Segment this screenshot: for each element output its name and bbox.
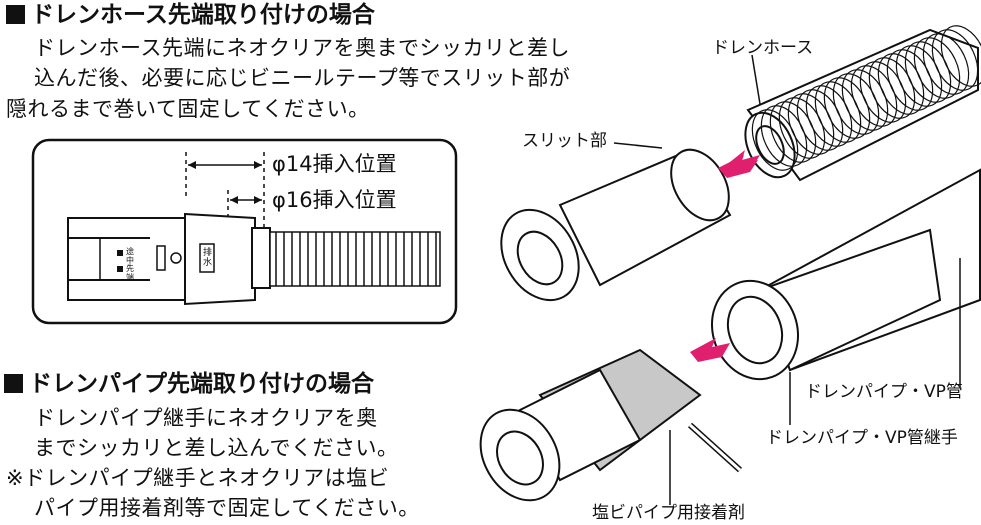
upper-fitting	[500, 148, 732, 302]
insert-arrow-lower	[690, 338, 730, 362]
drain-hose	[744, 28, 979, 182]
section2-line-1: ドレンパイプ継手にネオクリアを奥	[34, 406, 378, 430]
section1-heading: ドレンホース先端取り付けの場合	[6, 2, 375, 28]
phi16-insertion-label: φ16挿入位置	[272, 188, 397, 212]
callout-drain-pipe-joint: ドレンパイプ・VP管継手	[766, 428, 958, 448]
section2-line-2: までシッカリと差し込んでください。	[34, 436, 399, 460]
section1-line-3: 隠れるまで巻いて固定してください。	[6, 97, 370, 121]
tip-mark: 先端	[126, 264, 134, 282]
lower-fitting	[479, 348, 702, 502]
section1-line-1: ドレンホース先端にネオクリアを奥までシッカリと差し	[34, 36, 571, 60]
callout-drain-hose: ドレンホース	[712, 38, 814, 58]
insertion-position-diagram	[31, 138, 458, 325]
section1-heading-text: ドレンホース先端取り付けの場合	[31, 2, 375, 28]
square-bullet-icon	[6, 5, 25, 24]
section2-line-4: パイプ用接着剤等で固定してください。	[34, 496, 420, 520]
callout-adhesive: 塩ビパイプ用接着剤	[592, 503, 745, 523]
drain-pipe	[710, 168, 981, 381]
callout-slit: スリット部	[522, 131, 607, 151]
callout-drain-pipe: ドレンパイプ・VP管	[805, 382, 963, 402]
section1-line-2: 込んだ後、必要に応じビニールテープ等でスリット部が	[34, 66, 571, 90]
drain-mark: 排水	[203, 248, 213, 268]
mid-mark: 途中	[126, 247, 134, 265]
square-bullet-icon	[4, 374, 23, 393]
section2-line-3: ※ドレンパイプ継手とネオクリアは塩ビ	[6, 466, 390, 490]
phi14-insertion-label: φ14挿入位置	[272, 152, 397, 176]
section2-heading-text: ドレンパイプ先端取り付けの場合	[29, 371, 374, 397]
section2-heading: ドレンパイプ先端取り付けの場合	[4, 371, 374, 397]
